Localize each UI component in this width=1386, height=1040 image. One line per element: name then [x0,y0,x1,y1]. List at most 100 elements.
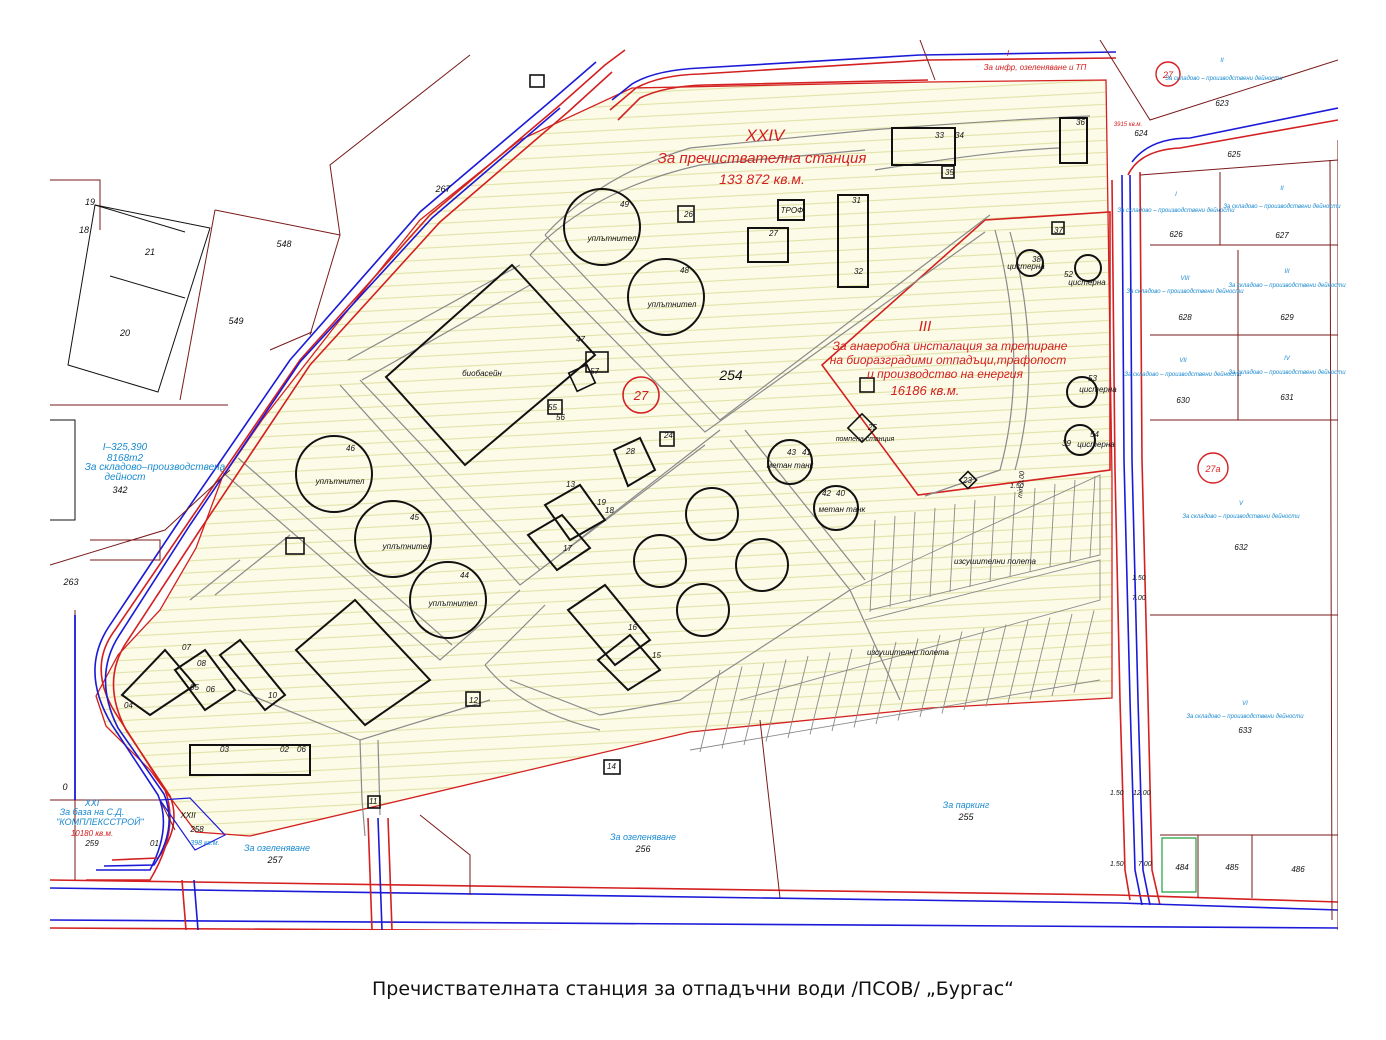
svg-text:17: 17 [563,544,572,553]
svg-text:263: 263 [62,577,78,587]
main-zone-title: За пречиствателна станция [658,150,867,167]
svg-text:56: 56 [556,413,565,422]
drying-field-divider [1009,491,1016,578]
svg-text:42: 42 [822,489,831,498]
svg-text:7.00: 7.00 [1138,861,1152,868]
svg-text:629: 629 [1280,313,1294,322]
svg-text:За озеленяване: За озеленяване [244,843,310,853]
svg-text:57: 57 [590,367,599,376]
svg-text:631: 631 [1280,393,1293,402]
svg-text:48: 48 [680,266,689,275]
svg-text:41: 41 [802,448,811,457]
svg-text:484: 484 [1175,863,1189,872]
svg-text:II: II [1220,58,1224,64]
svg-text:I: I [1007,49,1010,58]
drying-field-divider [909,511,916,603]
svg-text:06: 06 [206,685,215,694]
svg-text:49: 49 [620,200,629,209]
drying-field-divider [1029,617,1051,700]
svg-text:255: 255 [957,812,974,822]
methane-tank-label-2: метан танк [819,505,867,514]
svg-text:37: 37 [1054,226,1063,235]
drying-field-divider [1073,610,1095,693]
svg-text:28: 28 [625,447,635,456]
pump-station-label: помпена станция [836,436,895,443]
drying-field-divider [949,503,956,593]
thickener-44 [409,561,487,639]
drying-field-divider [831,648,853,732]
xxii-roman: XXII [179,811,196,820]
svg-text:44: 44 [460,571,469,580]
svg-text:01: 01 [150,839,159,848]
svg-text:1.50: 1.50 [1010,483,1024,490]
left-zone-label-2: 8168m2 [107,453,144,464]
drying-field-divider [989,495,996,583]
svg-text:55: 55 [548,403,557,412]
drying-field-divider [743,662,765,746]
left-zone-label-3: За складово–производствена [85,462,226,473]
svg-text:15: 15 [652,651,661,660]
svg-text:33: 33 [935,131,944,140]
thickener-label-4: уплътнител [382,542,432,551]
left-zone-label-4: дейност [104,472,145,483]
svg-text:633: 633 [1238,726,1252,735]
svg-text:За паркинг: За паркинг [943,800,990,810]
trof-label: ТРОФ [781,206,804,215]
zone-number-27-circle [622,376,660,414]
thickener-46 [295,435,373,513]
svg-text:За инфр, озеленяване и ТП: За инфр, озеленяване и ТП [984,63,1087,72]
drying-field-divider [875,641,897,725]
svg-text:За складово – производствени д: За складово – производствени дейности [1182,513,1300,520]
tank-label-4: цистерна [1077,440,1115,449]
biobasin-building [384,263,597,467]
biobasin-label: биобасейн [462,369,502,378]
svg-text:23: 23 [962,476,972,485]
svg-text:27: 27 [768,229,778,238]
main-zone-roman: XXIV [745,126,786,145]
svg-text:min 3.00: min 3.00 [1017,471,1026,498]
svg-text:630: 630 [1176,396,1190,405]
svg-text:IV: IV [1284,356,1291,362]
drying-field-divider [941,631,963,714]
svg-text:За складово – производствени д: За складово – производствени дейности [1124,371,1242,378]
drying-field-divider [1069,479,1076,563]
svg-text:VIII: VIII [1180,276,1189,282]
svg-text:За складово – производствени д: За складово – производствени дейности [1117,207,1235,214]
svg-text:13: 13 [566,480,575,489]
svg-text:27а: 27а [1204,464,1220,474]
svg-text:40: 40 [836,489,845,498]
svg-text:32: 32 [854,267,863,276]
anaerobic-roman: III [919,318,932,335]
drying-field-divider [1089,475,1096,558]
drying-field-divider [1029,487,1036,573]
methane-tank-label-1: метан танк [767,461,815,470]
svg-text:04: 04 [124,701,133,710]
svg-text:20: 20 [119,328,130,338]
svg-text:486: 486 [1291,865,1305,874]
svg-text:За складово – производствени д: За складово – производствени дейности [1223,203,1341,210]
xxii-area: 398 кв.м. [190,840,219,847]
svg-text:485: 485 [1225,863,1239,872]
thickener-45 [354,500,432,578]
svg-text:38: 38 [1032,255,1041,264]
svg-text:За озеленяване: За озеленяване [610,832,676,842]
tank-label-3: цистерна [1079,385,1117,394]
tank-label-1: цистерна [1007,262,1045,271]
left-zone-parcel: 342 [112,485,127,495]
thickener-label-1: уплътнител [587,234,637,243]
svg-text:26: 26 [683,210,693,219]
drying-fields-label-1: изсушителни полета [954,557,1037,566]
svg-text:16: 16 [628,623,637,632]
svg-text:1.50: 1.50 [1110,861,1124,868]
svg-text:10: 10 [268,691,277,700]
svg-text:52: 52 [1064,270,1073,279]
svg-text:627: 627 [1275,231,1289,240]
svg-text:632: 632 [1234,543,1248,552]
svg-text:За складово – производствени д: За складово – производствени дейности [1126,288,1244,295]
svg-text:25: 25 [867,423,877,432]
svg-text:14: 14 [607,762,616,771]
svg-text:02: 02 [280,745,289,754]
svg-text:624: 624 [1134,129,1148,138]
svg-text:18: 18 [79,225,89,235]
svg-text:21: 21 [144,247,155,257]
